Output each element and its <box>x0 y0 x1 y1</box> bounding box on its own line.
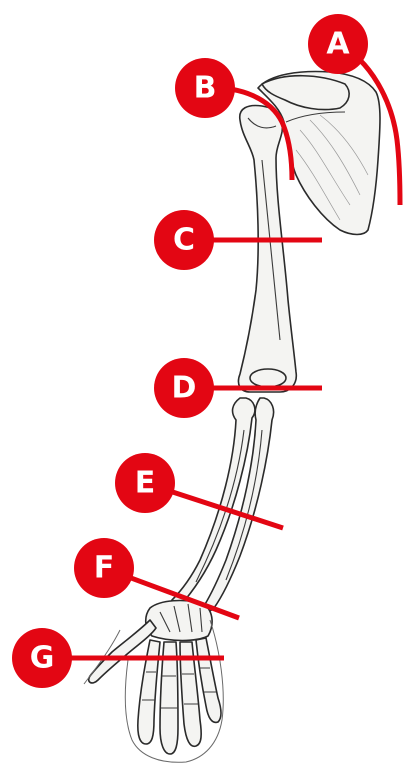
badge-letter-g: G <box>30 641 55 676</box>
badge-letter-c: C <box>173 223 195 258</box>
badge-letter-a: A <box>326 27 350 62</box>
label-badge-e[interactable]: E <box>115 453 175 513</box>
badge-letter-b: B <box>194 71 217 106</box>
badge-letter-d: D <box>172 371 197 406</box>
label-badge-d[interactable]: D <box>154 358 214 418</box>
label-badge-f[interactable]: F <box>74 538 134 598</box>
badge-letter-f: F <box>94 551 115 586</box>
badge-letter-e: E <box>135 466 156 501</box>
forearm-bones <box>171 398 274 612</box>
label-badge-g[interactable]: G <box>12 628 72 688</box>
hand <box>84 601 223 763</box>
label-badge-b[interactable]: B <box>175 58 235 118</box>
label-badge-c[interactable]: C <box>154 210 214 270</box>
label-badge-a[interactable]: A <box>308 14 368 74</box>
